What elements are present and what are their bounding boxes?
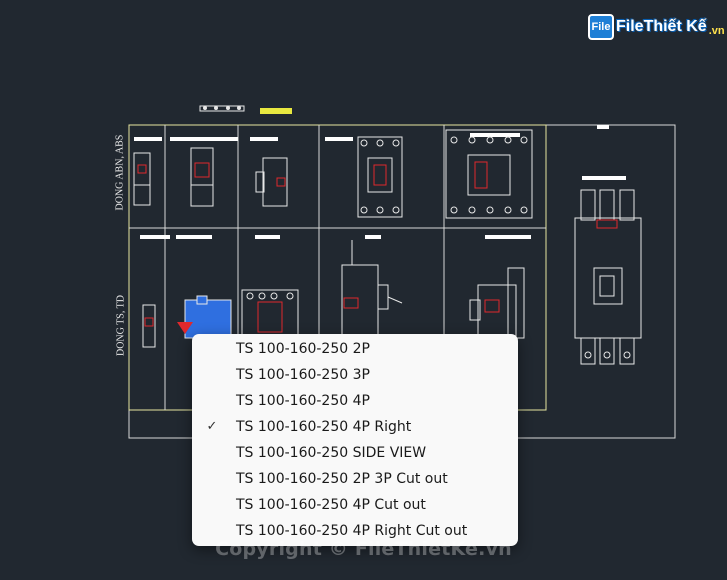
menu-item-label: TS 100-160-250 SIDE VIEW <box>236 445 427 461</box>
breaker-ts-large-4p <box>574 189 642 365</box>
logo-file-icon: File <box>588 14 614 40</box>
breaker-ts-side-2 <box>469 267 525 339</box>
menu-item-label: TS 100-160-250 4P Right Cut out <box>236 523 468 539</box>
menu-item-4p-cut-out[interactable]: TS 100-160-250 4P Cut out <box>192 492 518 518</box>
cell-header-bars <box>134 125 626 239</box>
row-label-abn-abs: DONG ABN, ABS <box>114 134 126 211</box>
checkmark-icon: ✓ <box>206 419 218 434</box>
menu-item-side-view[interactable]: TS 100-160-250 SIDE VIEW <box>192 440 518 466</box>
menu-item-2p[interactable]: TS 100-160-250 2P <box>192 336 518 362</box>
breaker-abn-side <box>255 157 288 207</box>
logo-text: FileThiết Kế <box>616 18 707 35</box>
copyright-watermark: Copyright © FileThietKe.vn <box>215 538 512 560</box>
logo-suffix: .vn <box>708 25 725 37</box>
breaker-abs-4p <box>445 129 533 219</box>
menu-item-label: TS 100-160-250 4P <box>236 393 370 409</box>
block-reference-strip <box>199 105 292 114</box>
breaker-abs-3p <box>357 136 403 218</box>
menu-item-4p[interactable]: TS 100-160-250 4P <box>192 388 518 414</box>
menu-item-label: TS 100-160-250 4P Right <box>236 419 412 435</box>
breaker-ts-3p <box>241 289 299 341</box>
menu-item-4p-right-cut-out[interactable]: TS 100-160-250 4P Right Cut out <box>192 518 518 544</box>
row-label-ts-td: DONG TS, TD <box>115 294 127 357</box>
menu-item-4p-right[interactable]: ✓ TS 100-160-250 4P Right <box>192 414 518 440</box>
site-logo: File FileThiết Kế .vn <box>588 14 725 40</box>
breaker-td-1p <box>142 304 156 348</box>
menu-item-label: TS 100-160-250 3P <box>236 367 370 383</box>
breaker-ts-side <box>341 240 403 336</box>
context-menu: TS 100-160-250 2P TS 100-160-250 3P TS 1… <box>192 334 518 546</box>
menu-item-2p-3p-cut-out[interactable]: TS 100-160-250 2P 3P Cut out <box>192 466 518 492</box>
breaker-ts-blue <box>177 295 232 339</box>
menu-item-label: TS 100-160-250 2P 3P Cut out <box>236 471 448 487</box>
menu-item-label: TS 100-160-250 4P Cut out <box>236 497 426 513</box>
breaker-abn-2p <box>190 147 214 207</box>
breaker-abn-1p <box>133 152 151 206</box>
menu-item-label: TS 100-160-250 2P <box>236 341 370 357</box>
menu-item-3p[interactable]: TS 100-160-250 3P <box>192 362 518 388</box>
